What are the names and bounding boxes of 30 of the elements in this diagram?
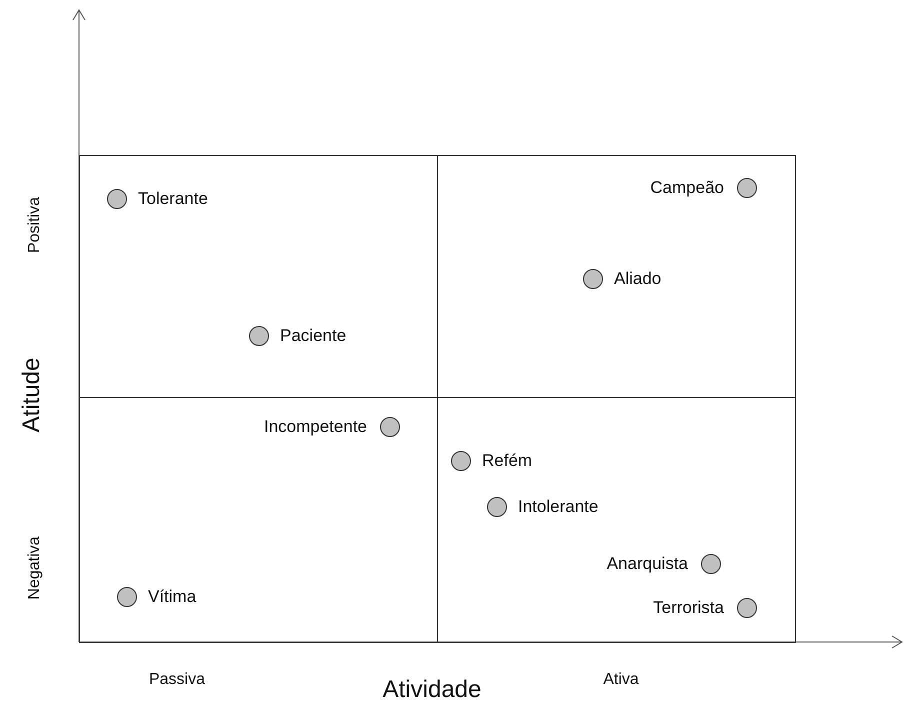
point-marker	[107, 189, 127, 209]
axis-label: Atividade	[382, 678, 482, 702]
point-marker	[249, 326, 269, 346]
point-label: Incompetente	[264, 418, 367, 435]
quadrant-box	[79, 397, 438, 643]
point-label: Terrorista	[653, 599, 724, 616]
quadrant-box	[79, 155, 438, 398]
point-marker	[487, 497, 507, 517]
point-label: Refém	[482, 452, 532, 469]
point-marker	[737, 178, 757, 198]
axis-label: Negativa	[27, 536, 43, 600]
point-label: Paciente	[280, 327, 346, 344]
axis-label: Ativa	[603, 672, 639, 688]
axis-label: Passiva	[148, 672, 206, 688]
point-label: Intolerante	[518, 498, 598, 515]
point-marker	[451, 451, 471, 471]
quadrant-box	[437, 155, 796, 398]
quadrant-box	[437, 397, 796, 643]
axis-label: Positiva	[27, 196, 43, 254]
point-label: Tolerante	[138, 190, 208, 207]
point-marker	[117, 587, 137, 607]
point-marker	[380, 417, 400, 437]
point-marker	[737, 598, 757, 618]
point-label: Campeão	[650, 179, 724, 196]
point-marker	[701, 554, 721, 574]
point-label: Anarquista	[606, 555, 688, 572]
point-label: Aliado	[614, 270, 662, 287]
point-marker	[583, 269, 603, 289]
point-label: Vítima	[148, 588, 196, 605]
axis-label: Atitude	[20, 358, 44, 432]
